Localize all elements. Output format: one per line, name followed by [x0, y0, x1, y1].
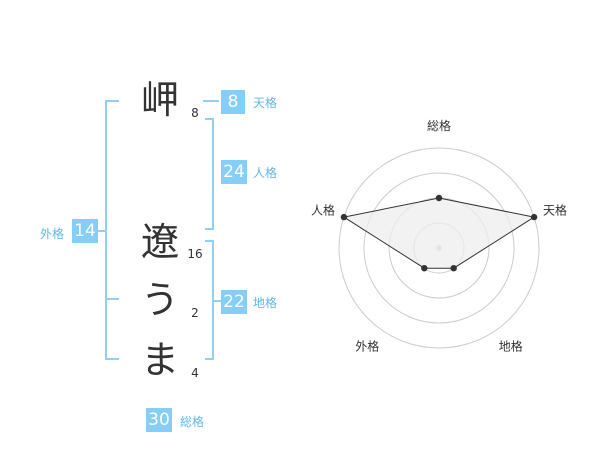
radar-point-5 — [340, 213, 348, 221]
soukaku-label: 総格 — [180, 415, 205, 429]
stroke-count-1: 8 — [191, 106, 199, 120]
stroke-count-3: 2 — [191, 306, 199, 320]
gaikaku-badge: 14 — [72, 219, 98, 243]
radar-axis-label: 外格 — [355, 339, 379, 354]
name-char-2: 遼 — [140, 220, 179, 264]
radar-axis-label: 天格 — [543, 202, 567, 217]
chikaku-label: 地格 — [253, 296, 278, 310]
tenkaku-label: 天格 — [253, 96, 278, 110]
name-char-4: ま — [140, 338, 179, 382]
jinkaku-badge: 24 — [221, 160, 247, 184]
radar-point-4 — [421, 265, 428, 272]
radar-point-3 — [450, 265, 457, 272]
stroke-count-2: 16 — [187, 247, 203, 261]
soukaku-badge: 30 — [146, 408, 172, 432]
chikaku-badge: 22 — [221, 290, 247, 314]
stroke-count-4: 4 — [191, 366, 199, 380]
name-char-3: う — [140, 278, 179, 322]
radar-point-1 — [435, 194, 443, 202]
radar-ring — [363, 172, 515, 324]
radar-ring — [338, 147, 540, 349]
jinkaku-label: 人格 — [253, 166, 278, 180]
radar-axis-label: 人格 — [311, 202, 335, 217]
radar-axis-label: 総格 — [427, 118, 451, 133]
radar-point-2 — [530, 213, 538, 221]
gaikaku-label: 外格 — [40, 227, 65, 241]
name-char-1: 岬 — [140, 78, 179, 122]
tenkaku-badge: 8 — [221, 90, 245, 114]
radar-axis-label: 地格 — [499, 339, 523, 354]
radar-area — [342, 197, 536, 269]
